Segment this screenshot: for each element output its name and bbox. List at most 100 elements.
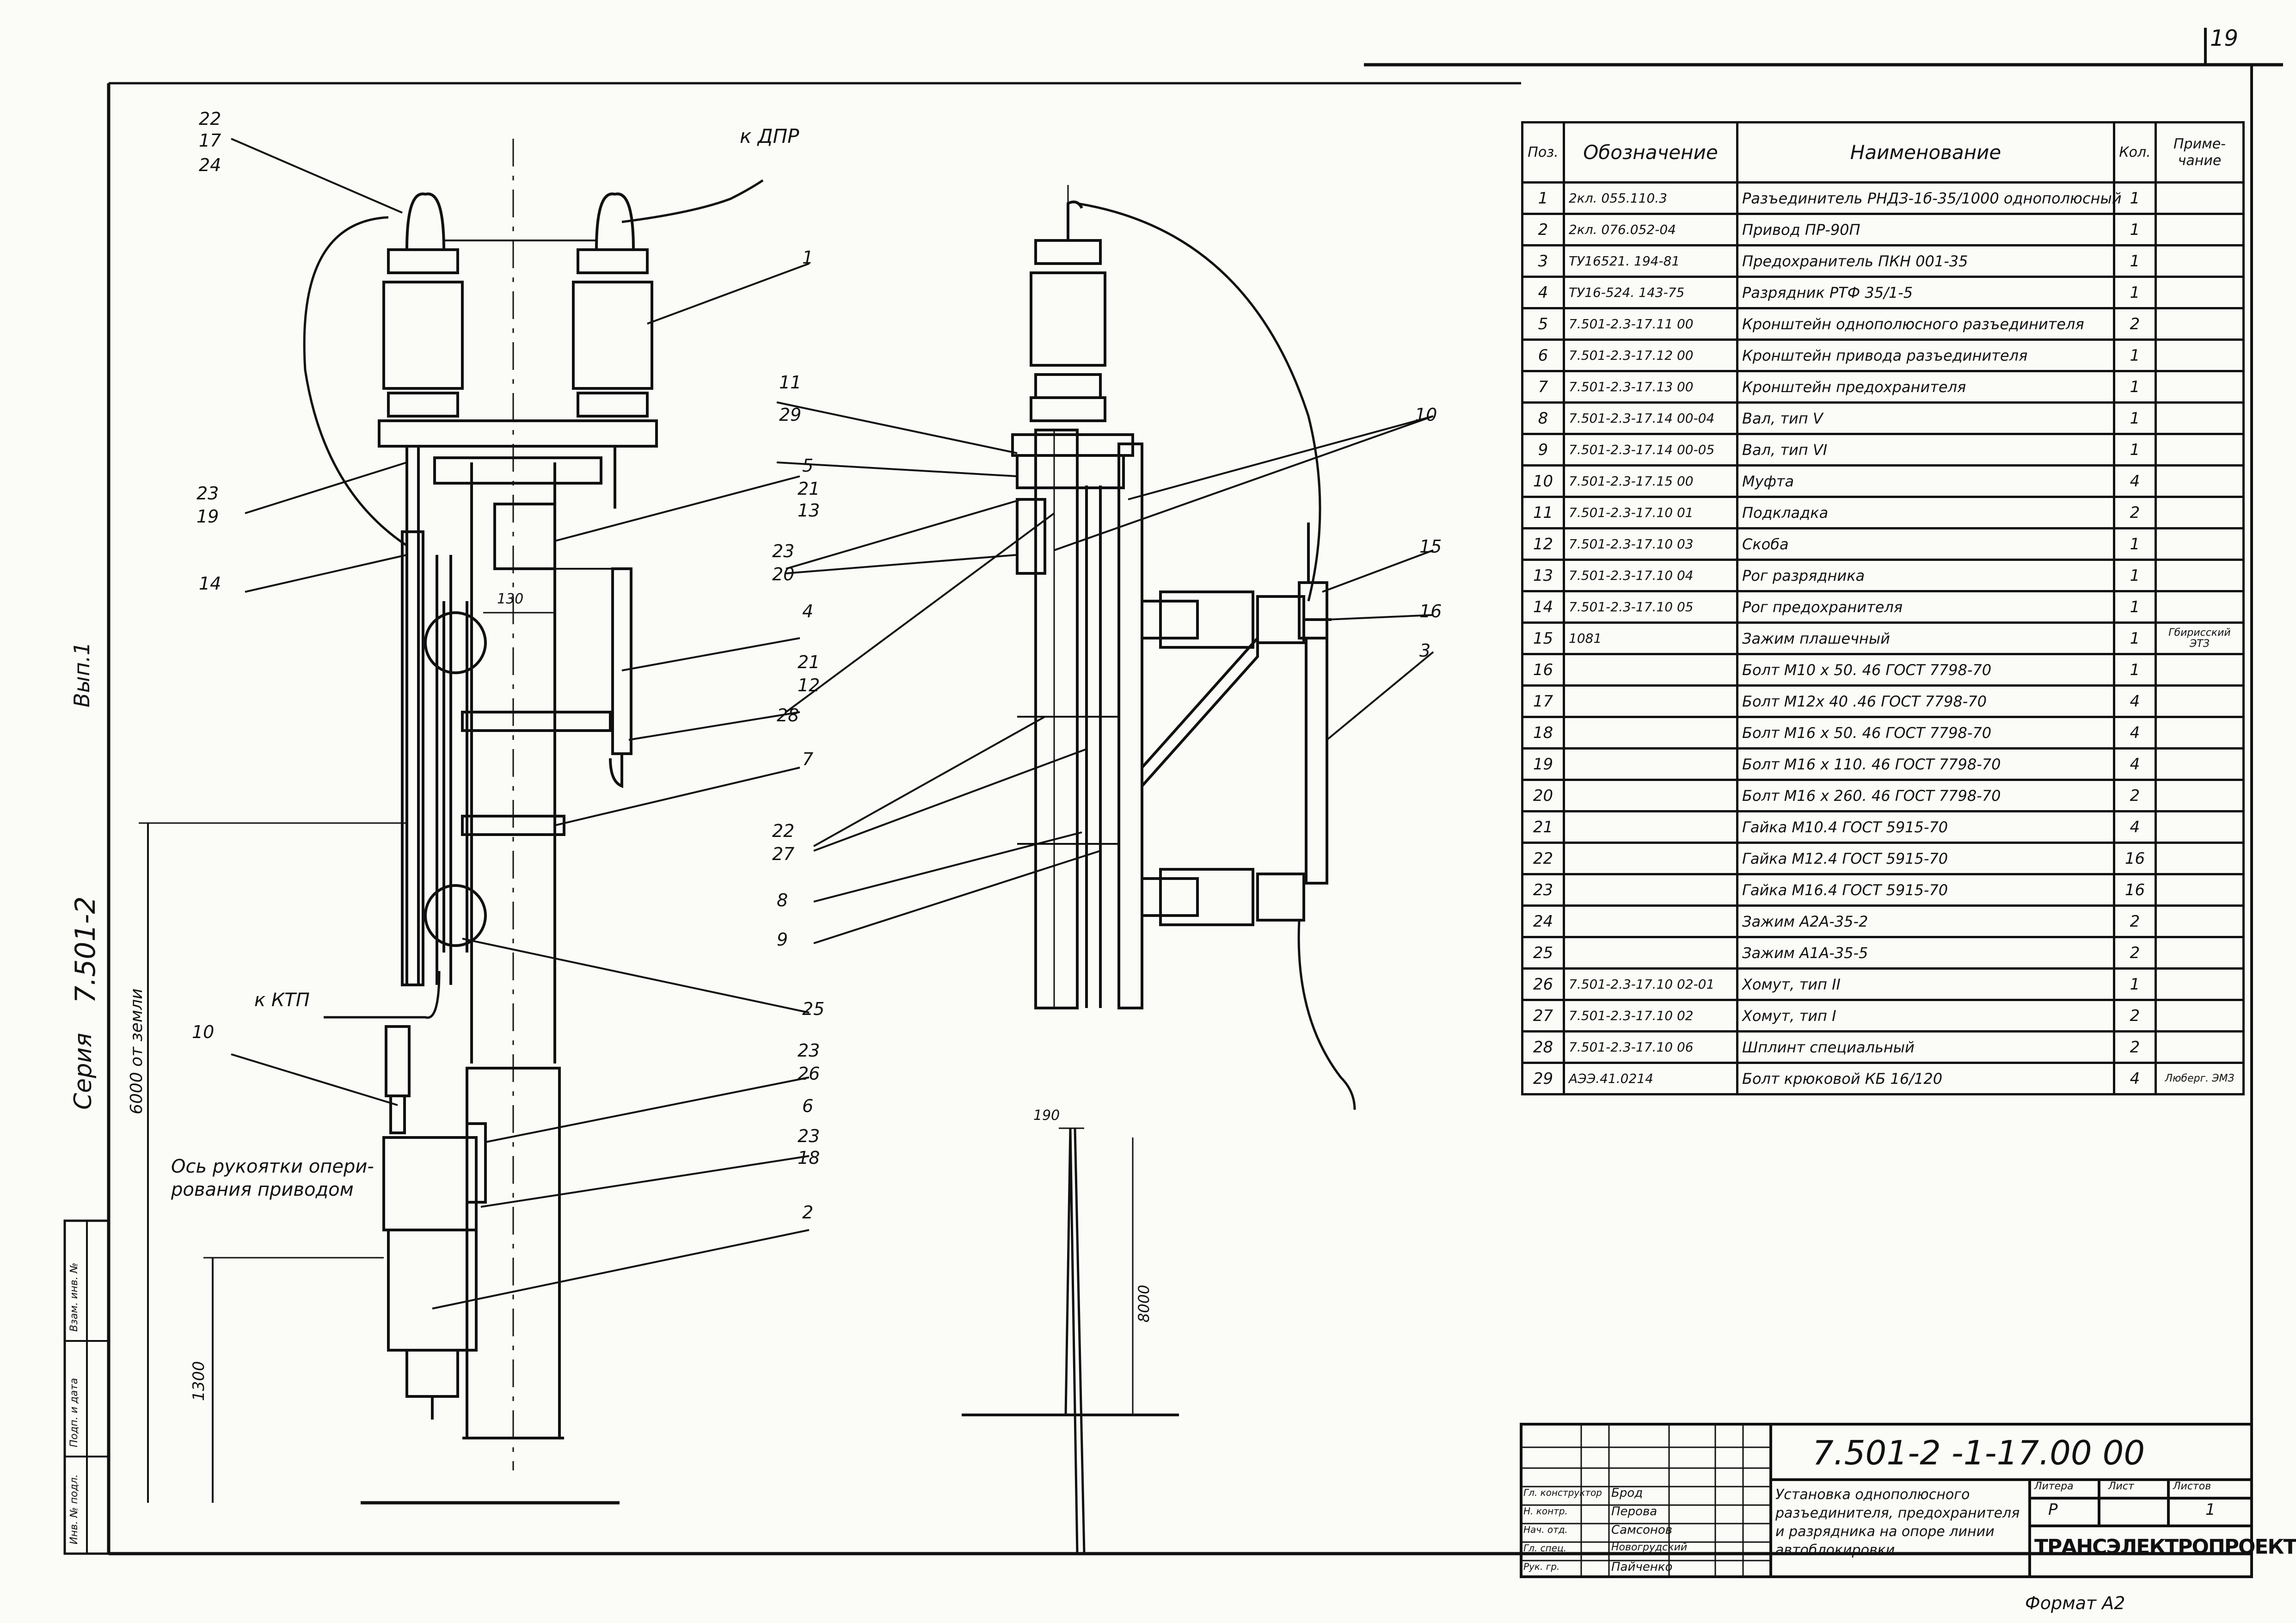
cell-note	[2155, 370, 2245, 404]
cell-name: Рог разрядника	[1736, 559, 2115, 592]
cell-qty: 1	[2113, 653, 2157, 687]
cell-name: Скоба	[1736, 527, 2115, 561]
cell-pos: 7	[1521, 370, 1565, 404]
callout-10a: 10	[192, 1022, 215, 1042]
callout-3: 3	[1419, 640, 1431, 661]
cell-note	[2155, 527, 2245, 561]
cell-qty: 1	[2113, 559, 2157, 592]
callout-8: 8	[777, 890, 788, 910]
cell-designation: ТУ16-524. 143-75	[1563, 276, 1738, 309]
cell-qty: 1	[2113, 527, 2157, 561]
axis-note-line2: рования приводом	[171, 1179, 354, 1200]
cell-pos: 14	[1521, 590, 1565, 624]
cell-name: Муфта	[1736, 464, 2115, 498]
callout-4: 4	[802, 601, 814, 621]
stage-value: Р	[2048, 1500, 2058, 1519]
cell-designation	[1563, 684, 1738, 718]
cell-note	[2155, 213, 2245, 246]
dim-1300: 1300	[190, 1361, 208, 1401]
callout-22b: 22	[772, 821, 795, 841]
cell-qty: 1	[2113, 590, 2157, 624]
header-name: Наименование	[1736, 121, 2115, 184]
cell-pos: 3	[1521, 244, 1565, 278]
cell-note	[2155, 810, 2245, 844]
cell-qty: 16	[2113, 873, 2157, 907]
cell-name: Привод ПР-90П	[1736, 213, 2115, 246]
callout-26: 26	[798, 1064, 820, 1084]
title-block-grid	[1520, 1423, 2253, 1578]
sheets-header: Листов	[2173, 1481, 2211, 1492]
cell-name: Кронштейн предохранителя	[1736, 370, 2115, 404]
cell-qty: 2	[2113, 307, 2157, 341]
cell-name: Гайка М10.4 ГОСТ 5915-70	[1736, 810, 2115, 844]
cell-note	[2155, 873, 2245, 907]
cell-qty: 4	[2113, 810, 2157, 844]
callout-7: 7	[802, 749, 814, 769]
cell-qty: 2	[2113, 999, 2157, 1033]
header-qty: Кол.	[2113, 121, 2157, 184]
sheets-value: 1	[2205, 1500, 2216, 1519]
cell-designation	[1563, 653, 1738, 687]
sign-name-1: Брод	[1611, 1486, 1643, 1500]
cell-qty: 1	[2113, 276, 2157, 309]
cell-qty: 1	[2113, 401, 2157, 435]
cell-pos: 5	[1521, 307, 1565, 341]
callout-15: 15	[1419, 536, 1442, 557]
cell-pos: 6	[1521, 338, 1565, 372]
sign-role-3: Нач. отд.	[1523, 1524, 1568, 1535]
cell-name: Разъединитель РНДЗ-1б-35/1000 однополюсн…	[1736, 181, 2122, 215]
callout-28: 28	[777, 705, 799, 725]
cell-pos: 1	[1521, 181, 1565, 215]
cell-name: Болт М10 х 50. 46 ГОСТ 7798-70	[1736, 653, 2115, 687]
cell-name: Рог предохранителя	[1736, 590, 2115, 624]
cell-name: Вал, тип V	[1736, 401, 2115, 435]
cell-designation	[1563, 842, 1738, 875]
cell-qty: 16	[2113, 842, 2157, 875]
cell-pos: 12	[1521, 527, 1565, 561]
cell-name: Зажим плашечный	[1736, 621, 2115, 655]
cell-designation	[1563, 904, 1738, 938]
callout-13: 13	[798, 500, 820, 521]
to-ktp-label: к КТП	[254, 990, 310, 1011]
callout-11: 11	[779, 372, 802, 393]
cell-name: Кронштейн однополюсного разъединителя	[1736, 307, 2115, 341]
callout-23a: 23	[196, 483, 219, 504]
cell-note	[2155, 307, 2245, 341]
stamp-replace-label: Взам. инв. №	[68, 1262, 80, 1332]
title-line-4: автоблокировки	[1775, 1542, 1895, 1558]
cell-name: Гайка М16.4 ГОСТ 5915-70	[1736, 873, 2115, 907]
cell-designation: ТУ16521. 194-81	[1563, 244, 1738, 278]
cell-pos: 4	[1521, 276, 1565, 309]
callout-9: 9	[777, 929, 788, 950]
callout-24: 24	[199, 155, 221, 175]
stamp-inv-label: Инв. № подл.	[68, 1474, 80, 1544]
cell-pos: 26	[1521, 967, 1565, 1001]
cell-designation	[1563, 779, 1738, 812]
cell-designation: 7.501-2.3-17.10 04	[1563, 559, 1738, 592]
callout-17: 17	[199, 130, 221, 151]
series-label: Серия	[69, 1033, 97, 1110]
cell-pos: 23	[1521, 873, 1565, 907]
callout-10b: 10	[1415, 405, 1437, 425]
cell-note	[2155, 904, 2245, 938]
cell-pos: 25	[1521, 936, 1565, 970]
cell-designation: 7.501-2.3-17.12 00	[1563, 338, 1738, 372]
sign-role-4: Гл. спец.	[1523, 1543, 1566, 1554]
cell-designation: 2кл. 076.052-04	[1563, 213, 1738, 246]
cell-name: Зажим А1А-35-5	[1736, 936, 2115, 970]
cell-name: Кронштейн привода разъединителя	[1736, 338, 2115, 372]
callout-18: 18	[798, 1148, 820, 1168]
cell-name: Предохранитель ПКН 001-35	[1736, 244, 2115, 278]
cell-name: Хомут, тип I	[1736, 999, 2115, 1033]
